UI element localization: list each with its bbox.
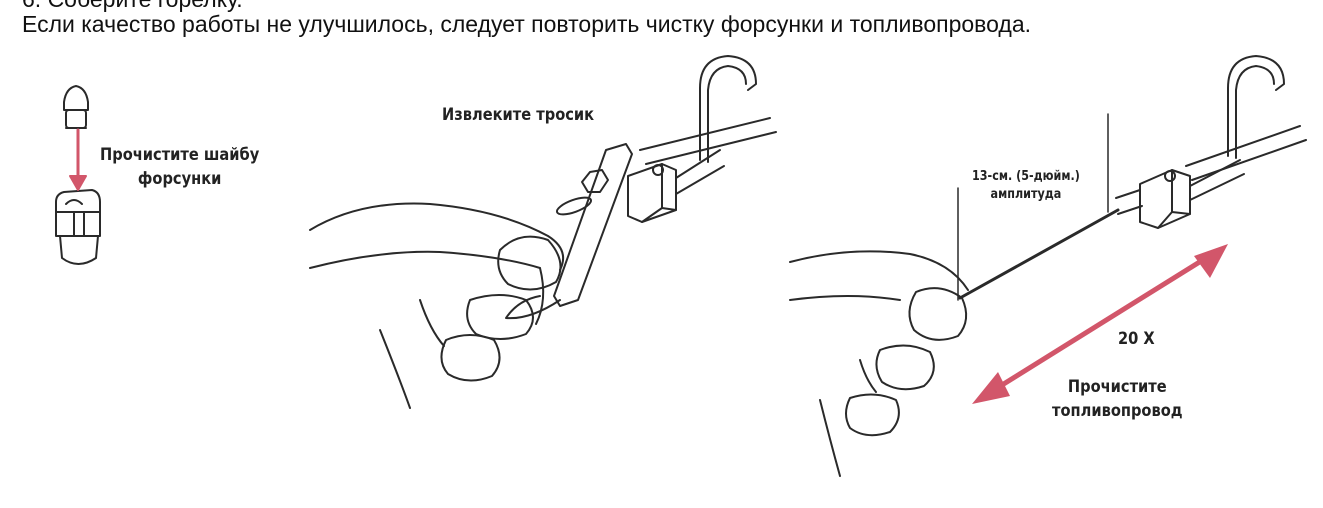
label-extract-cable: Извлеките тросик — [442, 105, 595, 125]
label-clean-fuel-line-line2: топливопровод — [1052, 400, 1183, 421]
label-repeat-count: 20 X — [1118, 329, 1155, 349]
hand-drawing-right — [789, 250, 969, 477]
cleaning-cable — [958, 208, 1120, 300]
label-clean-nozzle-line1: Прочистите шайбу — [100, 145, 260, 165]
step-text-partial: 6. Соберите горелку. — [22, 0, 243, 13]
label-amplitude: 13-см. (5-дюйм.) амплитуда — [972, 168, 1080, 204]
hand-drawing-middle — [309, 202, 564, 409]
instruction-text: Если качество работы не улучшилось, след… — [22, 11, 1032, 37]
label-amplitude-line1: 13-см. (5-дюйм.) — [972, 169, 1080, 184]
stroke-direction-arrow — [972, 244, 1228, 404]
pipe-drawing-middle — [627, 55, 777, 223]
nozzle-drawing — [55, 85, 101, 265]
pipe-drawing-right — [1115, 55, 1307, 229]
label-clean-nozzle-line2: форсунки — [137, 168, 222, 189]
tool-drawing — [505, 143, 633, 320]
label-clean-nozzle: Прочистите шайбу форсунки — [100, 144, 259, 192]
label-clean-fuel-line: Прочистите топливопровод — [1052, 376, 1183, 424]
label-clean-fuel-line-line1: Прочистите — [1067, 377, 1167, 397]
label-amplitude-line2: амплитуда — [990, 187, 1062, 203]
nozzle-arrow-head — [69, 175, 87, 191]
